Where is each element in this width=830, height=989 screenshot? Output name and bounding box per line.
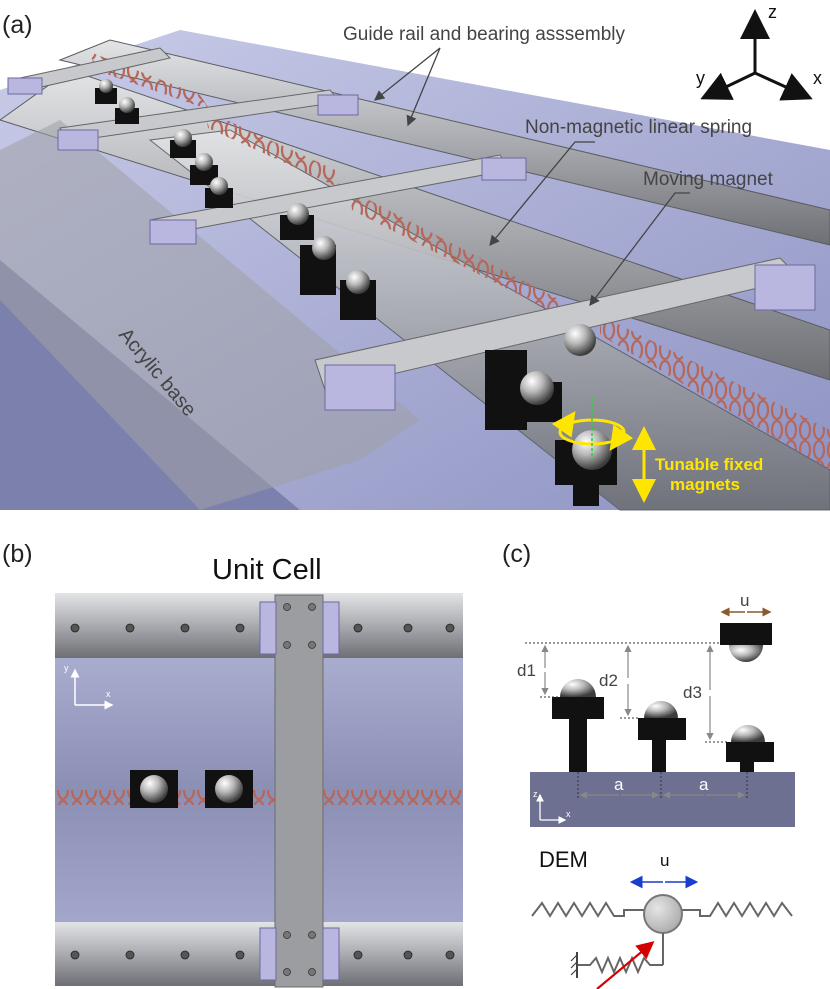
panel-b-label: (b) bbox=[2, 540, 33, 568]
moving-bar bbox=[274, 594, 324, 988]
dem-mass bbox=[643, 894, 683, 934]
panel-a-label: (a) bbox=[2, 11, 33, 39]
y-axis-arrow bbox=[700, 71, 756, 100]
u-top-label: u bbox=[740, 591, 749, 610]
panel-c-label: (c) bbox=[502, 540, 531, 568]
rotation-indicator bbox=[551, 398, 656, 503]
x-axis-label: x bbox=[813, 68, 822, 88]
a-label-2: a bbox=[699, 775, 709, 794]
tunable-label-line2: magnets bbox=[670, 475, 740, 494]
dem-schematic bbox=[531, 875, 793, 989]
guide-rail-back bbox=[58, 39, 830, 246]
panel-a-render bbox=[0, 30, 830, 511]
bottom-rail bbox=[55, 922, 463, 986]
moving-magnet-pointer bbox=[589, 192, 690, 307]
x-axis-arrow bbox=[754, 71, 813, 101]
unit-cell-axes: y x bbox=[64, 663, 114, 710]
unit-cell-title: Unit Cell bbox=[212, 554, 322, 586]
coordinate-axes: z y x bbox=[696, 2, 822, 101]
magnet-schematic bbox=[525, 607, 795, 827]
dem-u-label: u bbox=[660, 851, 669, 870]
guide-rail-bed bbox=[0, 120, 420, 510]
spring-coils bbox=[90, 52, 830, 470]
schematic-x-label: x bbox=[566, 809, 571, 819]
rail-holes bbox=[70, 623, 455, 960]
schematic-base bbox=[530, 772, 795, 827]
y-axis-label: y bbox=[696, 68, 705, 88]
dem-title: DEM bbox=[539, 847, 588, 872]
moving-magnet-label: Moving magnet bbox=[643, 169, 774, 190]
guide-rail-pointer-1 bbox=[373, 47, 441, 101]
d2-label: d2 bbox=[599, 671, 618, 690]
guide-rail-pointer-2 bbox=[406, 47, 441, 127]
guide-rail-label: Guide rail and bearing asssembly bbox=[343, 24, 625, 45]
schematic-z-label: z bbox=[533, 789, 538, 799]
dem-right-spring bbox=[680, 901, 793, 918]
unit-cell-x-label: x bbox=[106, 689, 111, 699]
d3-label: d3 bbox=[683, 683, 702, 702]
d1-label: d1 bbox=[517, 661, 536, 680]
z-axis-label: z bbox=[768, 2, 777, 22]
spring-label: Non-magnetic linear spring bbox=[525, 117, 752, 138]
top-rail bbox=[55, 593, 463, 658]
tunable-label-line1: Tunable fixed bbox=[655, 455, 763, 474]
a-label-1: a bbox=[614, 775, 624, 794]
dem-left-spring bbox=[531, 901, 644, 918]
spring-right bbox=[323, 790, 463, 805]
unit-cell-render: y x bbox=[55, 593, 463, 988]
unit-cell-y-label: y bbox=[64, 663, 69, 673]
cross-bars bbox=[7, 47, 816, 411]
spring-pointer bbox=[489, 141, 595, 247]
dem-tunable-arrow bbox=[596, 941, 655, 989]
fixed-magnets bbox=[95, 79, 617, 506]
